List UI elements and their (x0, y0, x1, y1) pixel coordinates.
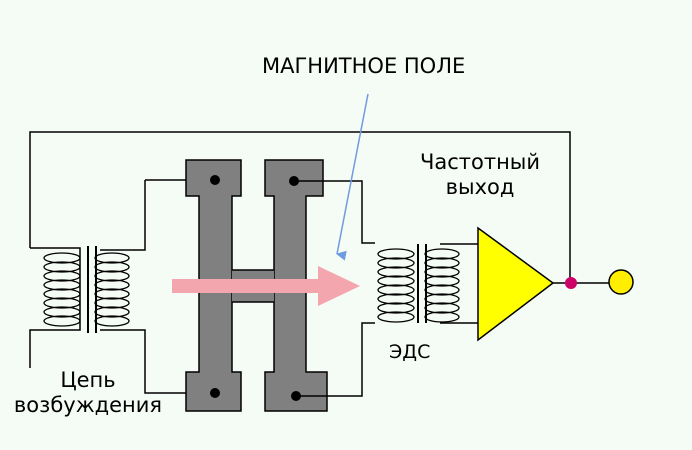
field-pointer-arrow (336, 93, 369, 261)
excitation-circuit-label-line1: Цепь (60, 368, 116, 392)
frequency-output-label-line2: выход (445, 175, 515, 200)
amplifier-triangle (477, 226, 555, 342)
emf-label: ЭДС (389, 341, 431, 363)
excitation-circuit-label: Цепь возбуждения (0, 368, 176, 418)
magnetic-field-label: МАГНИТНОЕ ПОЛЕ (262, 54, 466, 78)
emf-secondary-coil (424, 248, 460, 323)
core-terminal (210, 175, 220, 185)
emf-wiring (294, 180, 612, 397)
junction-dot (565, 277, 577, 289)
frequency-output-label: Частотный выход (400, 150, 560, 200)
excitation-secondary-coil (94, 252, 130, 327)
feedback-wire (29, 131, 571, 283)
frequency-output-label-line1: Частотный (419, 150, 541, 174)
excitation-primary-coil (43, 252, 81, 327)
emf-primary-coil (377, 248, 415, 323)
output-terminal (608, 269, 634, 295)
core-terminal (210, 388, 220, 398)
excitation-circuit-label-line2: возбуждения (13, 393, 163, 418)
magnetic-field-arrow (172, 266, 360, 306)
